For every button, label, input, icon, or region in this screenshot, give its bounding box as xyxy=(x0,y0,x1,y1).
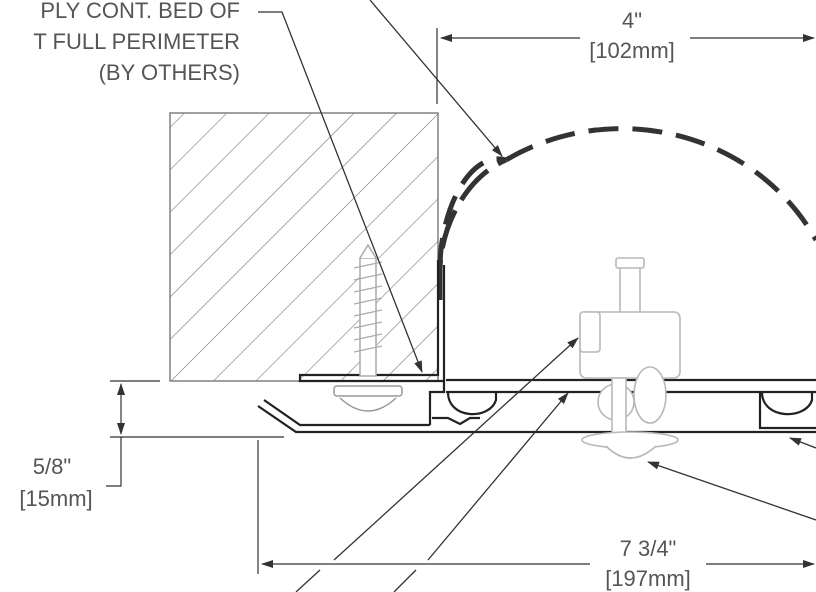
leader-lower-2 xyxy=(393,569,417,592)
note-bead-line3: (BY OTHERS) xyxy=(99,60,240,85)
dim-734-mm: [197mm] xyxy=(605,566,691,591)
dome-outline xyxy=(437,126,816,269)
dim-58-in: 5/8" xyxy=(33,454,71,479)
trim-plate xyxy=(257,399,816,434)
lamp-holder xyxy=(579,257,681,459)
leader-bead xyxy=(258,11,423,373)
leader-lower-1 xyxy=(295,569,321,592)
leader-right xyxy=(789,437,816,449)
spring-clip-left xyxy=(446,391,498,416)
dome-solid-start xyxy=(437,157,508,300)
dim-58-leader xyxy=(106,437,122,487)
dim-4-in: 4" xyxy=(622,8,642,33)
framing-block xyxy=(169,112,439,382)
frame-flange xyxy=(298,260,446,383)
housing-rail xyxy=(446,378,816,394)
leader-screw-cap xyxy=(647,461,816,521)
mounting-screw xyxy=(333,243,403,412)
trim-clip xyxy=(432,416,480,426)
spring-clip-right xyxy=(758,391,816,430)
note-bead-line1: PLY CONT. BED OF xyxy=(40,0,240,23)
leader-rail xyxy=(427,392,569,561)
dim-4-mm: [102mm] xyxy=(589,38,675,63)
trim-return xyxy=(428,381,446,425)
dim-734-in: 7 3/4" xyxy=(620,536,677,561)
note-bead-line2: T FULL PERIMETER xyxy=(33,29,240,54)
leader-holder xyxy=(333,337,579,561)
leader-dome xyxy=(369,0,503,157)
dim-58-mm: [15mm] xyxy=(19,486,92,511)
